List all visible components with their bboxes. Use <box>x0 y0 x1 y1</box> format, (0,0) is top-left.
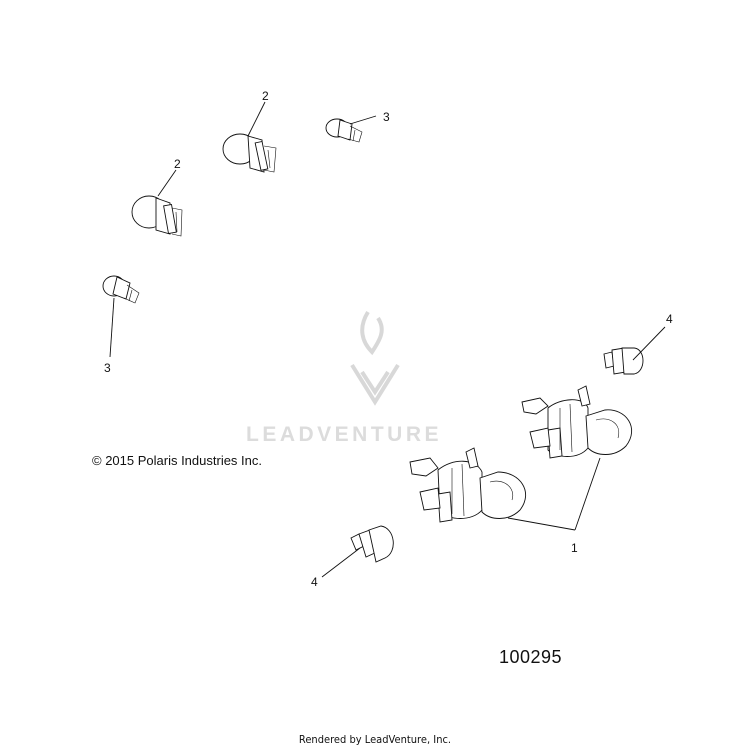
callout-4-lower: 4 <box>311 575 318 589</box>
bulb-2-lower <box>131 195 183 237</box>
headlamp-bulb-right <box>521 385 632 459</box>
bulb-4-lower <box>350 525 394 563</box>
callout-2-upper: 2 <box>262 89 269 103</box>
watermark-text: LEADVENTURE <box>246 423 443 446</box>
callout-1: 1 <box>571 541 578 555</box>
figure-number: 100295 <box>499 647 563 667</box>
headlamp-bulb-left <box>409 447 526 523</box>
bulb-3-upper <box>325 118 363 143</box>
callout-3-upper: 3 <box>383 110 390 124</box>
leader-lines <box>109 101 666 578</box>
bulb-4-upper <box>603 347 644 375</box>
copyright-notice: © 2015 Polaris Industries Inc. <box>92 453 262 468</box>
callout-4-upper: 4 <box>666 312 673 326</box>
bulb-3-lower <box>102 275 140 304</box>
callout-3-lower: 3 <box>104 361 111 375</box>
bulb-2-upper <box>222 133 277 173</box>
rendered-by-footer: Rendered by LeadVenture, Inc. <box>298 733 452 746</box>
watermark-logo <box>350 310 400 406</box>
callout-2-lower: 2 <box>174 157 181 171</box>
